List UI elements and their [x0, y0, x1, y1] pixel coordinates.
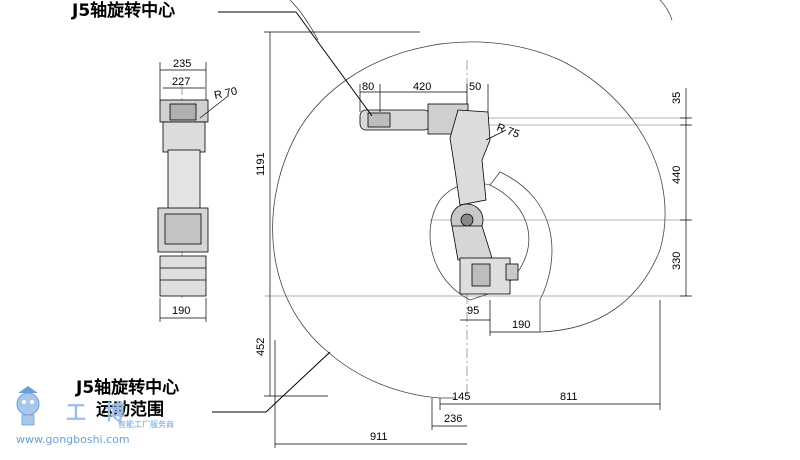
dim-236: 236	[444, 413, 462, 425]
callout-j5-rotation-center-range-line1: J5轴旋转中心	[76, 378, 180, 398]
watermark-url: www.gongboshi.com	[16, 433, 130, 446]
callout-leaders	[212, 11, 373, 413]
front-view-robot	[157, 99, 209, 297]
dimension-texts: 235 227 R 70 190 80 420 50 R 75 35 440 3…	[172, 58, 683, 443]
dim-190-front: 190	[172, 305, 190, 317]
dim-50: 50	[469, 81, 481, 93]
side-view-robot	[359, 103, 519, 295]
dim-1191: 1191	[255, 152, 267, 176]
dim-r75: R 75	[495, 122, 521, 141]
callout-j5-rotation-center: J5轴旋转中心	[72, 1, 176, 21]
dim-95: 95	[467, 305, 479, 317]
dim-r70: R 70	[213, 85, 238, 102]
watermark-brand: 工 博	[66, 400, 131, 424]
dim-811: 811	[560, 391, 578, 403]
dimension-lines	[159, 31, 692, 448]
dim-190-side: 190	[512, 319, 530, 331]
dim-420: 420	[413, 81, 431, 93]
dim-452: 452	[255, 338, 267, 356]
watermark-logo	[16, 386, 40, 426]
callout-j5-rotation-center-range-line2: 运动范围	[96, 400, 164, 420]
dim-80: 80	[362, 81, 374, 93]
dim-911: 911	[370, 431, 388, 443]
dim-35: 35	[671, 92, 683, 104]
dim-145: 145	[452, 391, 470, 403]
watermark-subtitle: 智能工厂服务商	[118, 420, 174, 429]
dim-227: 227	[172, 76, 190, 88]
dim-235: 235	[173, 58, 191, 70]
dim-330: 330	[671, 252, 683, 270]
dim-440: 440	[671, 166, 683, 184]
